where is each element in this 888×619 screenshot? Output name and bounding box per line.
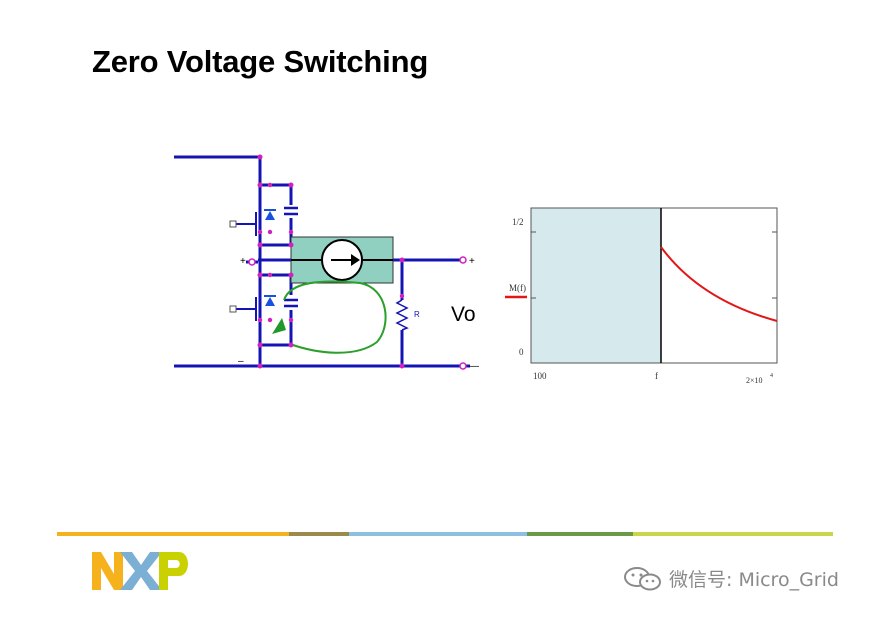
- plot-frame: [530, 207, 778, 364]
- footer-bar-segment-5: [633, 532, 833, 536]
- gain-plot: 1/2 0 M(f) 100 f 2×10 4: [505, 207, 778, 385]
- terminal-left: [248, 258, 256, 266]
- gate-drives: [236, 212, 257, 321]
- terminal-out-minus: [459, 362, 467, 370]
- terminal-out-plus: [459, 256, 467, 264]
- resistor-label: R: [414, 310, 420, 319]
- slide-title: Zero Voltage Switching: [92, 44, 429, 79]
- output-voltage-label: Vo: [451, 303, 476, 326]
- diode-bottom-icon: [265, 297, 275, 306]
- footer-bar-segment-1: [57, 532, 289, 536]
- minus-left-label: –: [238, 356, 244, 367]
- nxp-logo: [92, 552, 188, 590]
- x-mid-tick: f: [655, 371, 658, 381]
- x-left-tick: 100: [533, 371, 547, 381]
- footer-bar-segment-3: [349, 532, 527, 536]
- minus-right-label: —: [469, 361, 479, 372]
- plus-left-label: +: [240, 256, 246, 267]
- loop-arrow-icon: [272, 318, 286, 334]
- x-right-tick-exponent: 4: [770, 373, 773, 379]
- footer-bar-segment-2: [289, 532, 349, 536]
- footer-color-bar: [57, 532, 833, 536]
- current-loop-annotation: [283, 280, 387, 354]
- x-right-tick: 2×10: [746, 376, 763, 385]
- gain-curve: [660, 246, 778, 322]
- y-bottom-tick: 0: [519, 347, 524, 357]
- circuit-nodes: [257, 154, 405, 369]
- resistor-icon: [395, 299, 409, 331]
- capacitors: [284, 206, 298, 308]
- watermark-text: 微信号: Micro_Grid: [669, 569, 839, 591]
- wechat-watermark: 微信号: Micro_Grid: [623, 565, 839, 592]
- gate-terminal-top: [229, 220, 237, 228]
- diode-top-icon: [265, 211, 275, 220]
- half-bridge-circuit: + + – — R: [174, 154, 479, 372]
- wechat-icon: [624, 566, 661, 590]
- y-axis-label: M(f): [509, 283, 526, 293]
- plot-shaded-region: [531, 208, 661, 363]
- gate-terminal-bottom: [229, 305, 237, 313]
- y-top-tick: 1/2: [512, 217, 524, 227]
- plus-right-label: +: [469, 256, 475, 267]
- footer-bar-segment-4: [527, 532, 633, 536]
